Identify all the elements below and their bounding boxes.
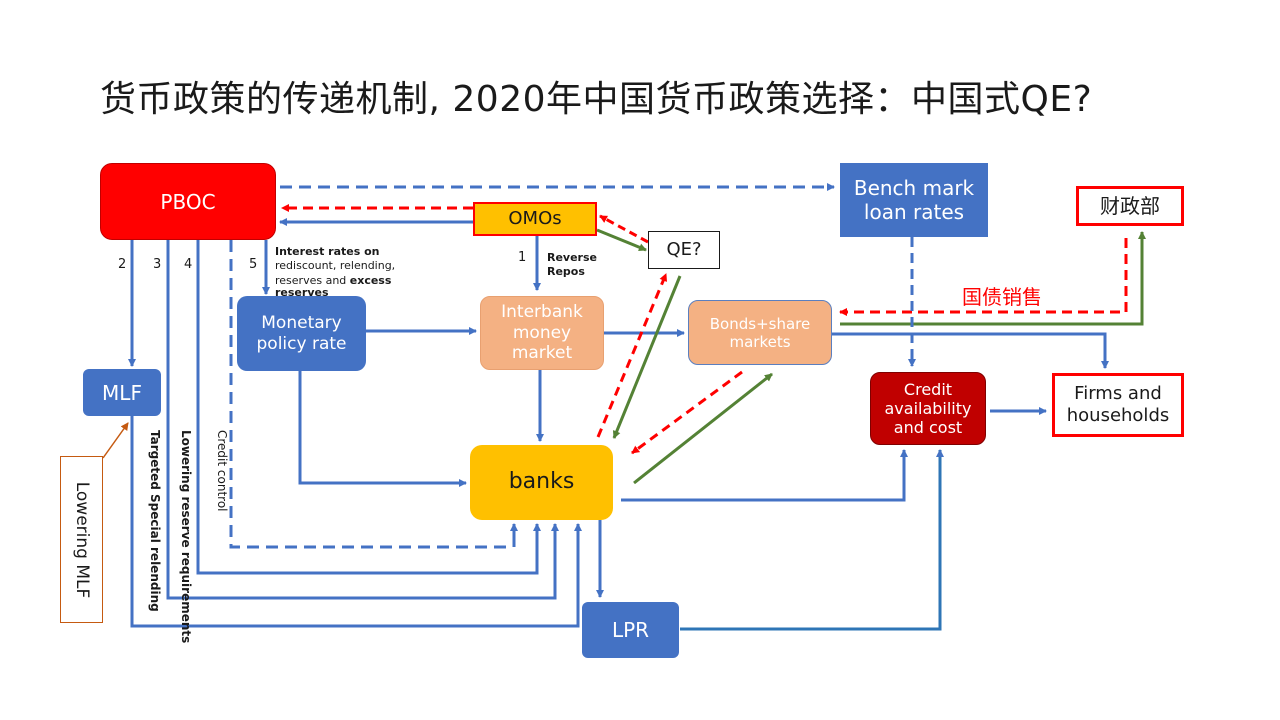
bonds-line2: markets bbox=[729, 332, 791, 351]
interbank-money-market-box: Interbank money market bbox=[480, 296, 604, 370]
arrow-bonds-mof-green bbox=[840, 231, 1146, 326]
arrow-bonds-firms bbox=[832, 332, 1109, 369]
arrow-lpr-credit bbox=[680, 449, 944, 631]
omos-label: OMOs bbox=[508, 208, 562, 230]
firms-line2: households bbox=[1066, 405, 1170, 426]
banks-label: banks bbox=[508, 469, 575, 495]
lowering-mlf-box: Lowering MLF bbox=[60, 456, 103, 623]
credit-control-label: Credit control bbox=[215, 430, 229, 512]
credit-line3: and cost bbox=[893, 418, 963, 438]
benchmark-line2: loan rates bbox=[863, 200, 965, 224]
arrow-banks-bonds-green bbox=[633, 372, 773, 485]
reverse-repos-line2: Repos bbox=[547, 265, 585, 279]
lpr-label: LPR bbox=[611, 618, 650, 642]
mpr-line1: Monetary bbox=[261, 313, 342, 334]
interest-line3: reserves and excess bbox=[275, 274, 395, 288]
arrow-banks-credit bbox=[621, 449, 908, 502]
benchmark-loan-rates-box: Bench mark loan rates bbox=[840, 163, 988, 237]
path-number-4: 4 bbox=[184, 257, 193, 272]
lowering-mlf-label: Lowering MLF bbox=[71, 481, 92, 598]
path-targeted-relending bbox=[166, 240, 559, 600]
interest-rates-note: Interest rates on rediscount, relending,… bbox=[275, 245, 395, 298]
interbank-line3: market bbox=[511, 343, 573, 364]
credit-line2: availability bbox=[884, 398, 972, 418]
lowering-rrr-label: Lowering reserve requirements bbox=[179, 430, 193, 644]
path-reserve-requirements bbox=[196, 240, 541, 575]
bond-sale-label: 国债销售 bbox=[962, 285, 1042, 309]
interest-line2: rediscount, relending, bbox=[275, 259, 396, 273]
path-number-2: 2 bbox=[118, 257, 127, 272]
qe-box: QE? bbox=[648, 231, 720, 269]
arrow-banks-qe-red bbox=[596, 273, 668, 438]
pboc-label: PBOC bbox=[160, 189, 216, 214]
targeted-relending-label: Targeted Special relending bbox=[148, 430, 162, 612]
benchmark-line1: Bench mark bbox=[853, 176, 975, 200]
path-mlf-lpr bbox=[130, 416, 582, 628]
arrow-lowering-mlf bbox=[102, 422, 129, 459]
credit-line1: Credit bbox=[903, 379, 953, 399]
monetary-policy-rate-box: Monetary policy rate bbox=[237, 296, 366, 371]
interbank-line1: Interbank bbox=[501, 302, 583, 323]
interbank-line2: money bbox=[512, 322, 572, 343]
path-number-3: 3 bbox=[153, 257, 162, 272]
arrow-qe-omos-red bbox=[599, 214, 649, 244]
interest-line3-prefix: reserves and bbox=[275, 273, 350, 287]
interest-line3-bold: excess bbox=[349, 273, 392, 287]
arrow-qe-banks-green bbox=[612, 275, 682, 439]
mpr-line2: policy rate bbox=[256, 333, 347, 354]
mlf-label: MLF bbox=[102, 380, 142, 405]
firms-households-box: Firms and households bbox=[1052, 373, 1184, 437]
mof-label: 财政部 bbox=[1100, 194, 1160, 218]
interest-line4: reserves bbox=[275, 285, 329, 299]
path-number-1: 1 bbox=[518, 250, 527, 265]
reverse-repos-label: Reverse Repos bbox=[547, 251, 597, 280]
firms-line1: Firms and bbox=[1074, 383, 1162, 405]
reverse-repos-line1: Reverse bbox=[547, 251, 597, 264]
mlf-box: MLF bbox=[83, 369, 161, 416]
bonds-line1: Bonds+share bbox=[709, 314, 811, 333]
credit-availability-box: Credit availability and cost bbox=[870, 372, 986, 445]
arrow-bonds-banks-red bbox=[631, 370, 743, 455]
slide-title: 货币政策的传递机制, 2020年中国货币政策选择：中国式QE? bbox=[100, 79, 1093, 120]
lpr-box: LPR bbox=[582, 602, 679, 658]
banks-box: banks bbox=[470, 445, 613, 520]
qe-label: QE? bbox=[666, 239, 702, 261]
arrow-mpr-banks bbox=[298, 371, 467, 487]
pboc-box: PBOC bbox=[100, 163, 276, 240]
ministry-of-finance-box: 财政部 bbox=[1076, 186, 1184, 226]
interest-line1: Interest rates on bbox=[275, 245, 380, 258]
path-number-5: 5 bbox=[249, 257, 258, 272]
path-credit-control bbox=[229, 240, 510, 549]
omos-box: OMOs bbox=[473, 202, 597, 236]
arrow-omos-qe-green bbox=[596, 228, 647, 252]
bonds-share-markets-box: Bonds+share markets bbox=[688, 300, 832, 365]
arrow-mof-bonds-red bbox=[839, 238, 1128, 316]
